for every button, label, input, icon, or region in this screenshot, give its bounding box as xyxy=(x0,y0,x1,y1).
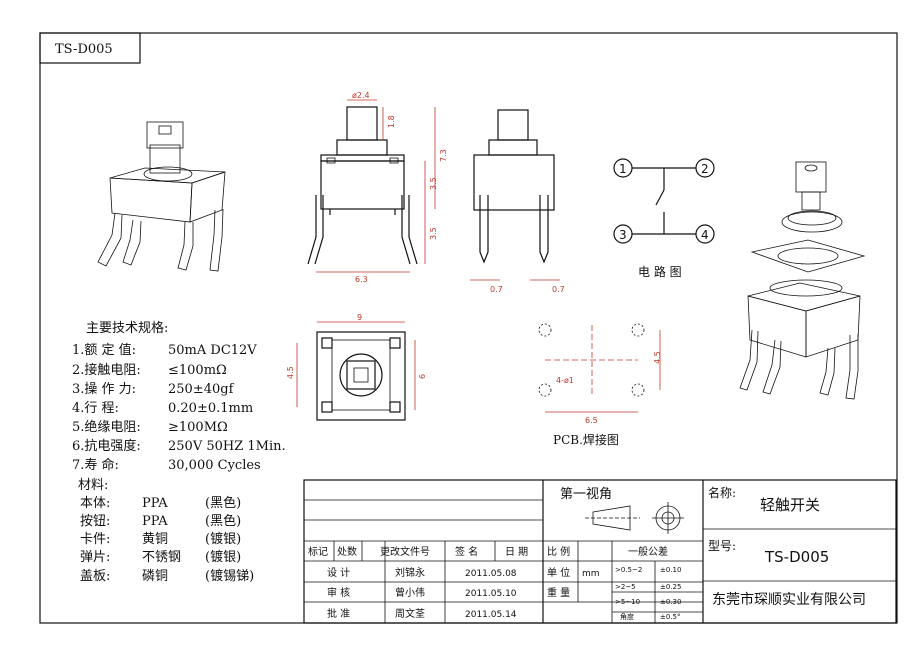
spec-value: 0.20±0.1mm xyxy=(168,401,253,416)
material-name: PPA xyxy=(142,496,168,511)
pcb-caption: PCB.焊接图 xyxy=(553,432,619,447)
unit-value: mm xyxy=(582,569,600,579)
pcb-layout: 4-ø1 4.5 6.5 PCB.焊接图 xyxy=(538,323,662,447)
company-name: 东莞市琛顺实业有限公司 xyxy=(712,591,866,608)
material-finish: (黑色) xyxy=(205,513,241,529)
model-label: 型号: xyxy=(708,539,736,553)
material-part: 盖板: xyxy=(80,569,110,584)
material-finish: (黑色) xyxy=(205,495,241,511)
header-signature: 签 名 xyxy=(455,545,478,558)
reviewer-name: 曾小伟 xyxy=(395,586,425,599)
unit-label: 单 位 xyxy=(547,566,570,579)
role-designer: 设 计 xyxy=(327,566,350,579)
tolerance-range: 角度 xyxy=(620,612,634,621)
part-name: 轻触开关 xyxy=(760,496,820,514)
dim-pcb-hole: 4-ø1 xyxy=(556,376,574,385)
material-finish: (镀银) xyxy=(205,549,241,565)
circuit-caption: 电 路 图 xyxy=(638,264,682,279)
top-view: 9 4.5 6 xyxy=(286,313,427,421)
part-code-box xyxy=(39,32,141,64)
circuit-diagram: 1 2 3 4 电 路 图 xyxy=(613,158,715,279)
isometric-view xyxy=(97,121,226,272)
dim-top-pin-pitch: 4.5 xyxy=(286,366,295,379)
spec-label: 5.绝缘电阻: xyxy=(72,419,141,435)
model-number: TS-D005 xyxy=(764,548,829,566)
tolerance-value: ±0.5° xyxy=(660,613,681,621)
title-block: 第一视角 名称: 轻触开关 型号: TS-D005 东莞市琛顺实业有限公司 标记… xyxy=(303,479,897,624)
header-mark: 标记 xyxy=(308,546,328,558)
approver-date: 2011.05.14 xyxy=(465,610,517,620)
circuit-node-1: 1 xyxy=(619,162,627,176)
material-part: 卡件: xyxy=(80,532,110,547)
material-name: 黄铜 xyxy=(142,532,168,547)
tolerance-value: ±0.25 xyxy=(660,583,681,591)
material-part: 本体: xyxy=(80,496,110,511)
header-change-doc: 更改文件号 xyxy=(380,545,430,558)
material-finish: (镀银) xyxy=(205,531,241,547)
tolerance-range: >5~10 xyxy=(615,598,640,606)
front-view: ø2.4 1.8 7.3 3.5 3.5 6.3 xyxy=(307,91,448,284)
dim-top-width: 9 xyxy=(357,313,362,322)
header-count: 处数 xyxy=(337,545,357,558)
spec-label: 6.抗电强度: xyxy=(72,438,141,454)
header-date: 日 期 xyxy=(505,546,528,558)
dim-pin-width-right: 0.7 xyxy=(552,285,565,294)
exploded-view xyxy=(739,161,866,400)
dim-button-diameter: ø2.4 xyxy=(352,91,370,100)
tolerance-value: ±0.30 xyxy=(660,598,681,606)
spec-value: 250V 50HZ 1Min. xyxy=(168,439,286,454)
spec-label: 3.操 作 力: xyxy=(72,381,136,397)
spec-label: 1.额 定 值: xyxy=(72,342,136,358)
circuit-node-3: 3 xyxy=(619,228,627,242)
materials-list: 材料: 本体: PPA (黑色) 按钮: PPA (黑色) 卡件: 黄铜 (镀银… xyxy=(78,478,254,584)
tolerance-range: >0.5~2 xyxy=(615,566,642,574)
material-name: PPA xyxy=(142,514,168,529)
spec-value: 250±40gf xyxy=(168,382,235,397)
spec-value: ≤100mΩ xyxy=(168,363,227,378)
name-label: 名称: xyxy=(708,485,736,500)
spec-list: 主要技术规格: 1.额 定 值: 50mA DC12V 2.接触电阻: ≤100… xyxy=(72,320,286,473)
tolerance-value: ±0.10 xyxy=(660,566,681,574)
role-approver: 批 准 xyxy=(327,607,350,620)
circuit-node-4: 4 xyxy=(701,228,709,242)
spec-value: ≥100MΩ xyxy=(168,420,228,435)
dim-pin-span: 6.3 xyxy=(355,275,368,284)
material-name: 磷铜 xyxy=(142,569,168,584)
dim-top-depth: 6 xyxy=(418,374,427,379)
tolerance-label: 一般公差 xyxy=(628,545,668,558)
material-finish: (镀锡锑) xyxy=(205,568,254,584)
part-code: TS-D005 xyxy=(55,42,113,57)
spec-label: 4.行 程: xyxy=(72,401,119,416)
dim-pin-height: 3.5 xyxy=(429,227,438,240)
projection-label: 第一视角 xyxy=(560,487,612,502)
dim-body-height: 3.5 xyxy=(429,177,438,190)
materials-heading: 材料: xyxy=(78,478,108,493)
designer-name: 刘锦永 xyxy=(395,566,425,579)
spec-value: 50mA DC12V xyxy=(168,343,257,358)
material-part: 弹片: xyxy=(80,550,110,565)
spec-heading: 主要技术规格: xyxy=(86,320,168,336)
circuit-node-2: 2 xyxy=(701,162,709,176)
reviewer-date: 2011.05.10 xyxy=(465,589,517,599)
approver-name: 周文荃 xyxy=(395,607,425,620)
dim-button-height: 1.8 xyxy=(387,115,396,128)
dim-pcb-span: 6.5 xyxy=(585,416,598,425)
role-reviewer: 审 核 xyxy=(327,586,350,599)
material-name: 不锈钢 xyxy=(142,550,181,565)
material-part: 按钮: xyxy=(80,514,110,529)
tolerance-range: >2~5 xyxy=(615,583,636,591)
spec-label: 2.接触电阻: xyxy=(72,362,141,378)
spec-value: 30,000 Cycles xyxy=(168,458,261,473)
designer-date: 2011.05.08 xyxy=(465,569,517,579)
weight-label: 重 量 xyxy=(547,586,570,599)
dim-pcb-pitch: 4.5 xyxy=(653,351,662,364)
side-view: 0.7 0.7 xyxy=(470,109,565,294)
dim-total-height: 7.3 xyxy=(439,149,448,162)
dim-pin-width-left: 0.7 xyxy=(490,285,503,294)
drawing-frame xyxy=(39,32,898,624)
spec-label: 7.寿 命: xyxy=(72,457,119,473)
scale-label: 比 例 xyxy=(547,545,570,558)
